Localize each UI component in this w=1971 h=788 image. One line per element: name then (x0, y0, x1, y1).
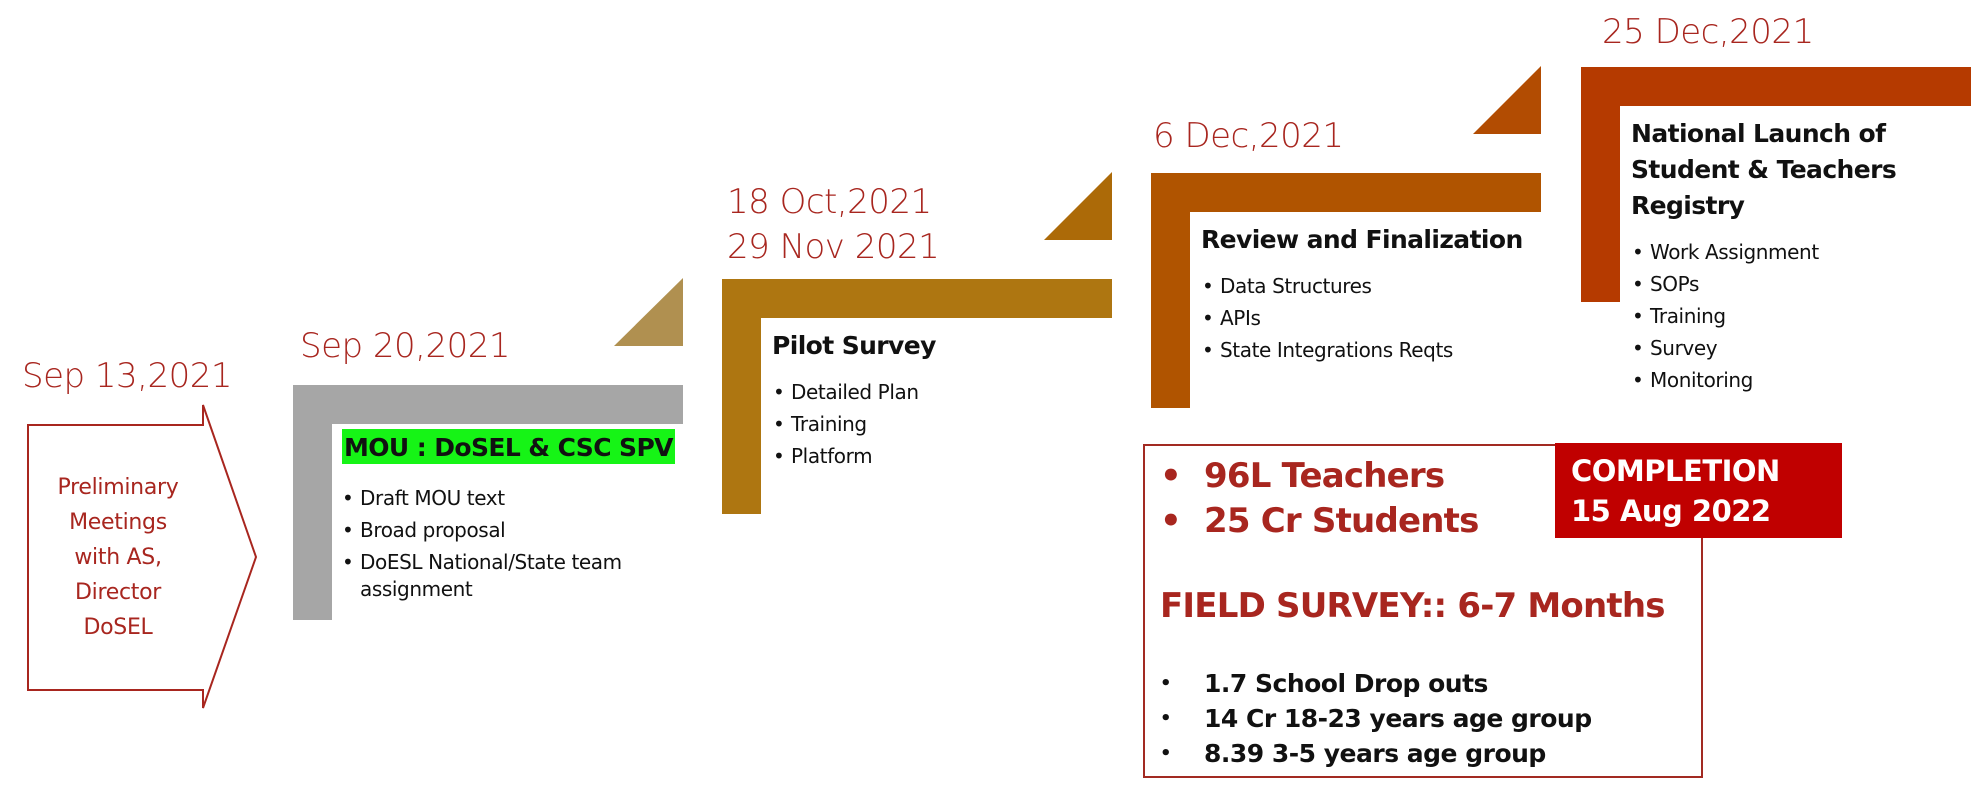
bullet-item: Training (1632, 300, 1819, 332)
prelim-line: with AS, (74, 545, 162, 570)
stage5-bullets: Work Assignment SOPs Training Survey Mon… (1632, 236, 1819, 396)
bullet-item: Platform (773, 440, 919, 472)
stage3-step-triangle (1044, 172, 1112, 240)
preliminary-meetings-text: Preliminary Meetings with AS, Director D… (38, 470, 198, 645)
stage5-bracket (1581, 67, 1971, 302)
survey-targets: 96L Teachers 25 Cr Students (1160, 454, 1479, 544)
stage2-step-triangle (614, 278, 683, 346)
bullet-item: Data Structures (1202, 270, 1453, 302)
bullet-item: Work Assignment (1632, 236, 1819, 268)
completion-badge: COMPLETION 15 Aug 2022 (1555, 443, 1842, 538)
completion-label: COMPLETION (1571, 454, 1780, 488)
stage4-title: Review and Finalization (1201, 225, 1523, 254)
stage4-date: 6 Dec,2021 (1153, 116, 1344, 156)
stage3-bracket (722, 279, 1112, 514)
stage5-title-line: Registry (1631, 191, 1745, 220)
stage2-date: Sep 20,2021 (300, 326, 511, 366)
stage5-title-line: National Launch of (1631, 119, 1886, 148)
detail-item: 14 Cr 18-23 years age group (1160, 701, 1592, 736)
stage2-bullets: Draft MOU text Broad proposal DoESL Nati… (342, 482, 642, 603)
prelim-line: DoSEL (83, 615, 153, 640)
arrow-shape (27, 404, 258, 709)
stage2-title: MOU : DoSEL & CSC SPV (342, 429, 675, 464)
field-survey-box: 96L Teachers 25 Cr Students FIELD SURVEY… (1143, 444, 1703, 778)
bullet-item: Monitoring (1632, 364, 1819, 396)
detail-item: 8.39 3-5 years age group (1160, 736, 1592, 771)
stage1-date: Sep 13,2021 (22, 356, 233, 396)
stage4-bracket (1151, 173, 1541, 408)
bullet-item: Draft MOU text (342, 482, 642, 514)
stage3-title: Pilot Survey (772, 331, 936, 360)
prelim-line: Director (75, 580, 161, 605)
stage5-date: 25 Dec,2021 (1602, 12, 1814, 52)
detail-item: 1.7 School Drop outs (1160, 666, 1592, 701)
stage3-date-start: 18 Oct,2021 (727, 182, 932, 222)
stage3-dates: 18 Oct,2021 29 Nov 2021 (727, 180, 940, 270)
target-item: 25 Cr Students (1160, 499, 1479, 544)
stage2-bracket (293, 385, 683, 620)
bullet-item: Detailed Plan (773, 376, 919, 408)
field-survey-title: FIELD SURVEY:: 6-7 Months (1160, 586, 1666, 626)
stage4-step-triangle (1473, 66, 1541, 134)
prelim-line: Meetings (69, 510, 167, 535)
stage3-date-end: 29 Nov 2021 (727, 227, 940, 267)
stage3-bullets: Detailed Plan Training Platform (773, 376, 919, 472)
bullet-item: Survey (1632, 332, 1819, 364)
bullet-item: APIs (1202, 302, 1453, 334)
bullet-item: State Integrations Reqts (1202, 334, 1453, 366)
survey-details: 1.7 School Drop outs 14 Cr 18-23 years a… (1160, 666, 1592, 771)
bullet-item: DoESL National/State team assignment (342, 546, 642, 603)
stage4-bullets: Data Structures APIs State Integrations … (1202, 270, 1453, 366)
stage5-title: National Launch of Student & Teachers Re… (1631, 116, 1897, 224)
mou-highlight: MOU : DoSEL & CSC SPV (342, 429, 675, 464)
prelim-line: Preliminary (57, 475, 179, 500)
target-item: 96L Teachers (1160, 454, 1479, 499)
bullet-item: SOPs (1632, 268, 1819, 300)
completion-date: 15 Aug 2022 (1571, 494, 1771, 528)
bullet-item: Broad proposal (342, 514, 642, 546)
stage5-title-line: Student & Teachers (1631, 155, 1897, 184)
bullet-item: Training (773, 408, 919, 440)
